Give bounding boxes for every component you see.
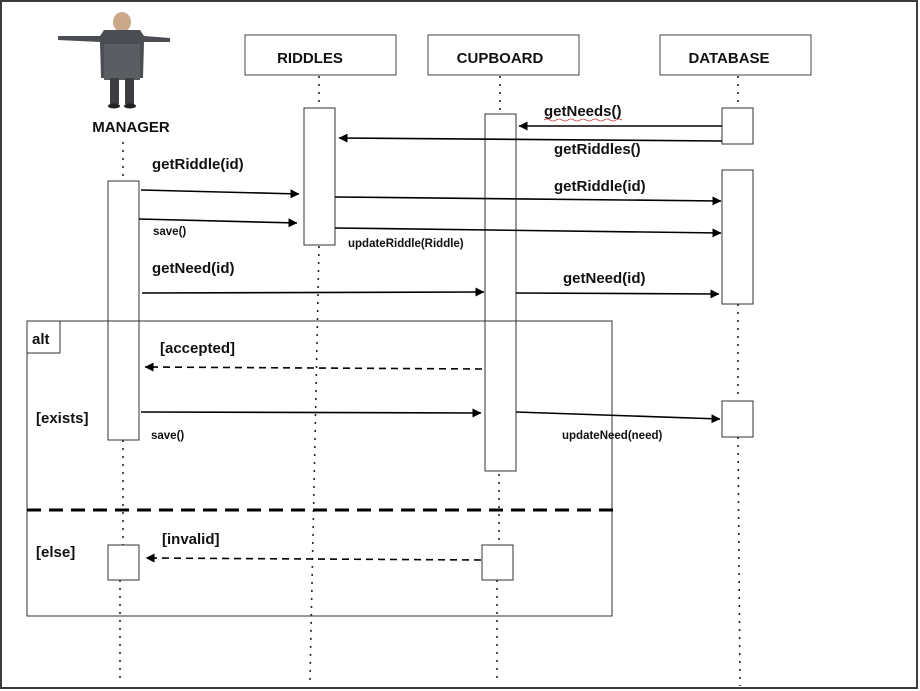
- participant-database-box: [659, 34, 812, 76]
- msg-get-riddle-label: getRiddle(id): [152, 156, 244, 173]
- msg-invalid-arrow: [145, 553, 482, 563]
- msg-get-need-db-label: getNeed(id): [563, 270, 646, 287]
- activation-database-1: [721, 107, 754, 145]
- msg-accepted-arrow: [144, 362, 483, 372]
- guard-else: [else]: [36, 544, 75, 561]
- participant-database: DATABASE: [688, 50, 769, 67]
- msg-update-need-label: updateNeed(need): [562, 430, 662, 442]
- participant-riddles-box: [244, 34, 397, 76]
- lifeline-database-end: [737, 436, 741, 687]
- activation-database-3: [721, 400, 754, 438]
- msg-update-riddle-label: updateRiddle(Riddle): [348, 238, 464, 250]
- msg-get-riddles-arrow: [338, 133, 723, 143]
- participant-cupboard-box: [427, 34, 580, 76]
- msg-get-need-arrow: [141, 287, 485, 297]
- activation-database-2: [721, 169, 754, 305]
- msg-get-riddle-arrow: [140, 189, 300, 199]
- msg-get-riddles-label: getRiddles(): [554, 141, 641, 158]
- activation-manager: [107, 180, 140, 441]
- participant-cupboard: CUPBOARD: [457, 50, 544, 67]
- msg-get-need-label: getNeed(id): [152, 260, 235, 277]
- guard-accepted: [accepted]: [160, 340, 235, 357]
- msg-update-riddle-arrow: [334, 227, 722, 238]
- alt-fragment: [26, 320, 613, 617]
- msg-get-needs-label: getNeeds(): [544, 103, 622, 120]
- activation-manager-else: [107, 544, 140, 581]
- activation-cupboard: [484, 113, 517, 472]
- manager-figure-icon: [58, 12, 170, 109]
- lifeline-riddles-end: [309, 245, 320, 681]
- activation-cupboard-else: [481, 544, 514, 581]
- msg-update-need-arrow: [515, 411, 721, 424]
- msg-get-riddle-db-arrow: [334, 196, 722, 206]
- msg-save-riddle-arrow: [138, 218, 298, 228]
- alt-fragment-tag: [26, 320, 61, 354]
- spellcheck-underline: [543, 118, 623, 122]
- msg-save-need-label: save(): [151, 430, 184, 442]
- msg-save-riddle-label: save(): [153, 226, 186, 238]
- activation-riddles: [303, 107, 336, 246]
- msg-save-need-arrow: [140, 408, 482, 418]
- participant-manager: MANAGER: [92, 119, 170, 136]
- alt-operator: alt: [32, 331, 50, 348]
- guard-invalid: [invalid]: [162, 531, 220, 548]
- guard-exists: [exists]: [36, 410, 89, 427]
- msg-get-need-db-arrow: [515, 289, 720, 299]
- msg-get-riddle-db-label: getRiddle(id): [554, 178, 646, 195]
- participant-riddles: RIDDLES: [277, 50, 343, 67]
